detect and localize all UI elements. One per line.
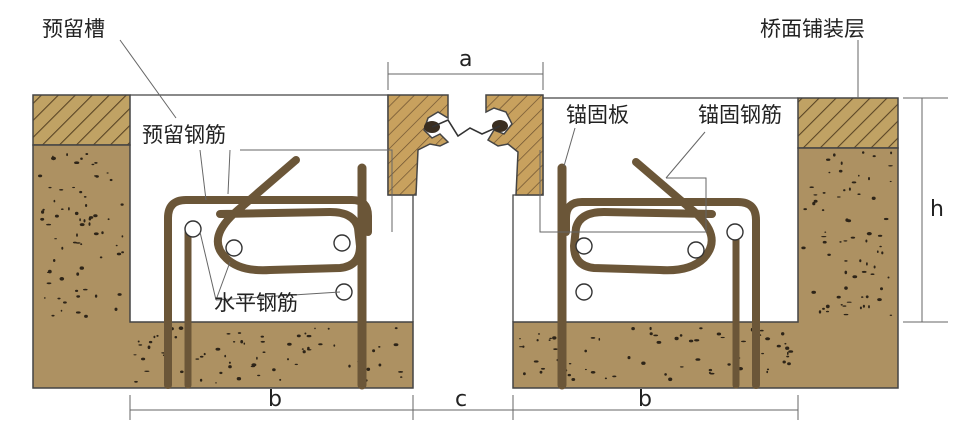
label-reserved-rebar: 预留钢筋 bbox=[142, 123, 226, 147]
dim-b-left: b bbox=[268, 387, 282, 412]
rebar-left bbox=[164, 156, 372, 390]
label-anchor-rebar: 锚固钢筋 bbox=[698, 103, 782, 127]
leader-lines bbox=[119, 39, 859, 301]
dim-c: c bbox=[455, 387, 467, 412]
steel-profile-left bbox=[387, 94, 450, 196]
label-deck-pavement: 桥面铺装层 bbox=[760, 17, 865, 41]
label-reserved-groove: 预留槽 bbox=[42, 17, 105, 41]
pavement-layer-left bbox=[32, 94, 131, 146]
dim-h: h bbox=[930, 197, 944, 222]
label-anchor-plate: 锚固板 bbox=[566, 103, 629, 127]
steel-profile-right bbox=[485, 94, 544, 196]
dim-b-right: b bbox=[638, 387, 652, 412]
dim-a: a bbox=[459, 47, 472, 72]
dimension-lines bbox=[129, 62, 948, 420]
label-horizontal-rebar: 水平钢筋 bbox=[214, 291, 298, 315]
rubber-seal bbox=[424, 118, 508, 138]
pavement-layer-right bbox=[797, 97, 899, 149]
rebar-right bbox=[557, 158, 760, 390]
concrete-beam-left bbox=[32, 144, 414, 389]
